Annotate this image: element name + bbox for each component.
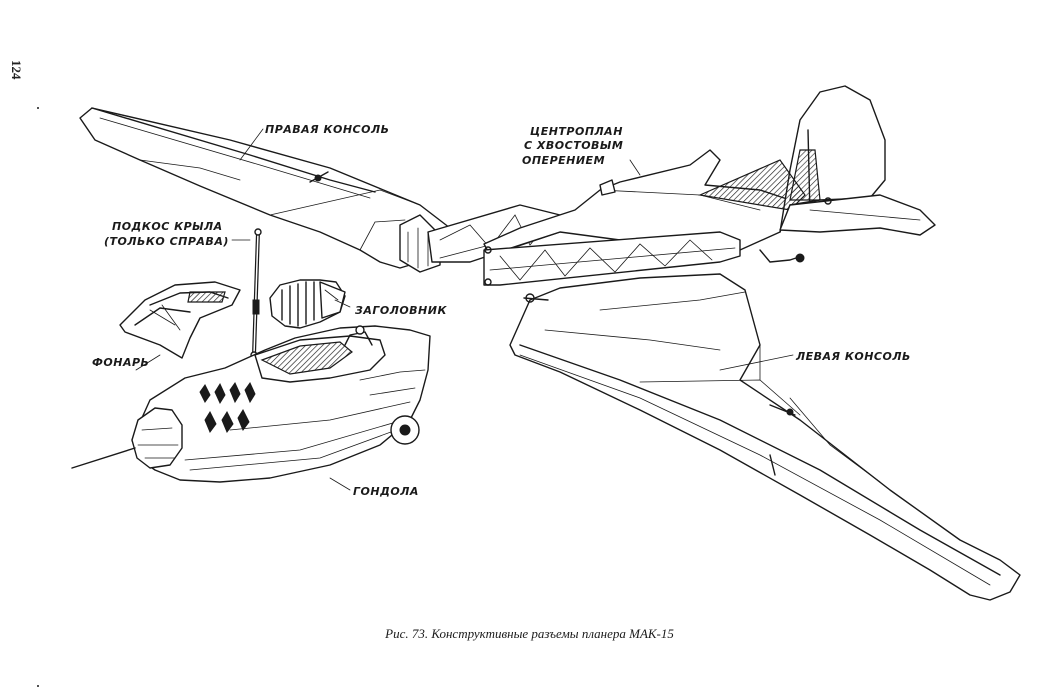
label-nacelle: ГОНДОЛА [353, 485, 419, 498]
left-wing-console [509, 273, 1021, 601]
right-wing-console [79, 107, 561, 273]
label-center-section-line3: ОПЕРЕНИЕМ [522, 154, 605, 167]
label-left-wing: ЛЕВАЯ КОНСОЛЬ [795, 350, 911, 363]
label-headrest: ЗАГОЛОВНИК [355, 304, 447, 317]
label-center-section-line2: С ХВОСТОВЫМ [524, 139, 623, 152]
label-center-section-line1: ЦЕНТРОПЛАН [530, 125, 623, 138]
leader-lines [135, 128, 794, 491]
label-right-wing: ПРАВАЯ КОНСОЛЬ [265, 123, 389, 136]
wing-strut [250, 228, 262, 359]
headrest [269, 279, 346, 329]
label-canopy: ФОНАРЬ [92, 356, 149, 369]
intake-slots [199, 382, 256, 433]
canopy [119, 281, 241, 359]
nacelle [71, 325, 431, 483]
figure-caption: Рис. 73. Конструктивные разъемы планера … [385, 626, 674, 641]
center-section-with-tail [483, 85, 936, 286]
label-wing-strut-line2: (ТОЛЬКО СПРАВА) [104, 235, 229, 248]
label-wing-strut-line1: ПОДКОС КРЫЛА [112, 220, 223, 233]
